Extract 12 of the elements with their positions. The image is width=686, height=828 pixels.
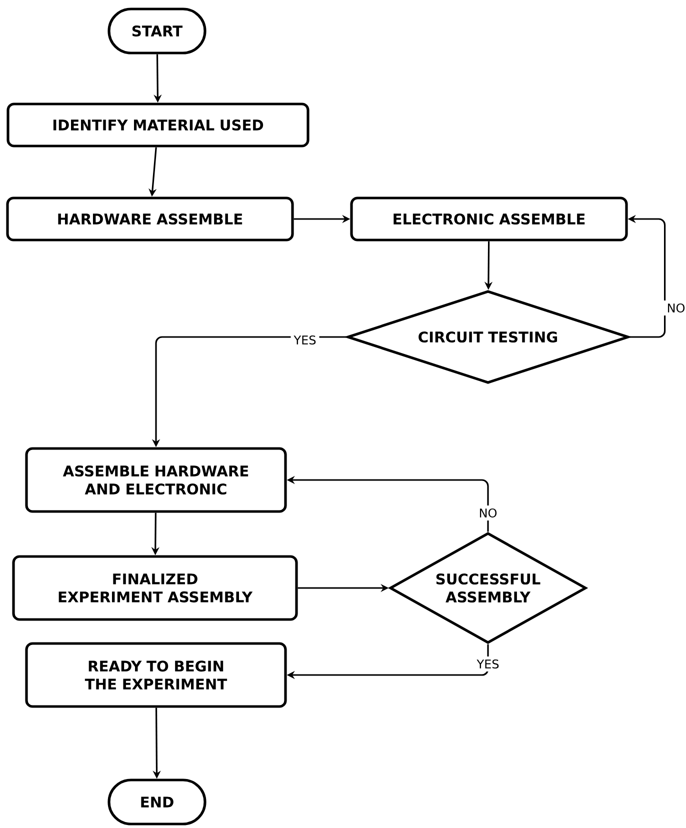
process-box: ASSEMBLE HARDWARE AND ELECTRONIC [25,447,287,513]
edge-label: NO [664,300,686,316]
process-box: IDENTIFY MATERIAL USED [6,102,310,148]
process-box: READY TO BEGIN THE EXPERIMENT [25,642,287,708]
process-box: ELECTRONIC ASSEMBLE [350,196,628,242]
process-box: HARDWARE ASSEMBLE [6,196,294,242]
terminal-pill: END [108,778,206,826]
edge-label: YES [290,332,320,348]
process-box: FINALIZED EXPERIMENT ASSEMBLY [12,555,298,621]
terminal-pill: START [108,8,206,54]
edge-label: YES [474,656,502,672]
edge-label: NO [476,505,500,521]
